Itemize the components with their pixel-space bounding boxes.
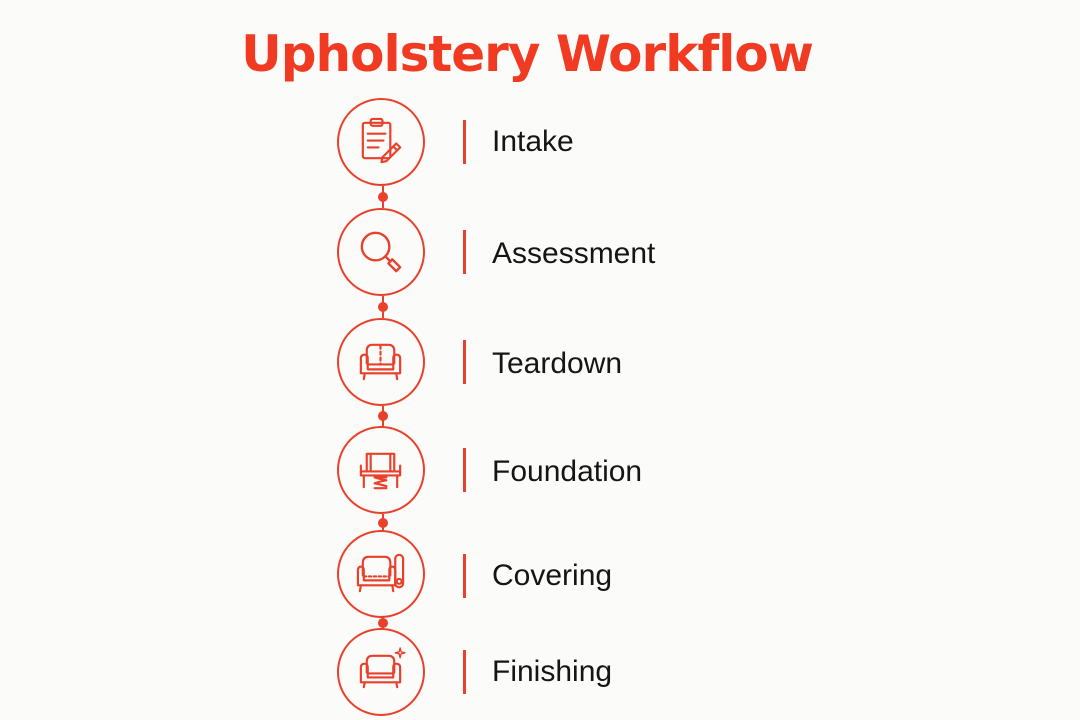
magnifying-glass-icon	[337, 208, 425, 296]
connector-dot	[378, 618, 388, 628]
step-divider	[463, 650, 466, 694]
chair-frame-spring-icon	[337, 426, 425, 514]
step-label-intake: Intake	[492, 125, 574, 158]
connector-dot	[378, 302, 388, 312]
step-divider	[463, 230, 466, 274]
step-label-finishing: Finishing	[492, 655, 613, 688]
step-divider	[463, 340, 466, 384]
step-label-foundation: Foundation	[492, 455, 643, 488]
clipboard-pencil-icon	[337, 98, 425, 186]
armchair-fabric-roll-icon	[337, 530, 425, 618]
step-label-covering: Covering	[492, 559, 613, 592]
armchair-sparkle-icon	[337, 628, 425, 716]
armchair-dashed-icon	[337, 318, 425, 406]
step-divider	[463, 448, 466, 492]
step-divider	[463, 554, 466, 598]
step-divider	[463, 120, 466, 164]
connector-dot	[378, 518, 388, 528]
step-label-assessment: Assessment	[492, 237, 656, 270]
page-title: Upholstery Workflow	[241, 25, 814, 83]
connector-dot	[378, 411, 388, 421]
step-label-teardown: Teardown	[492, 347, 623, 380]
connector-dot	[378, 192, 388, 202]
